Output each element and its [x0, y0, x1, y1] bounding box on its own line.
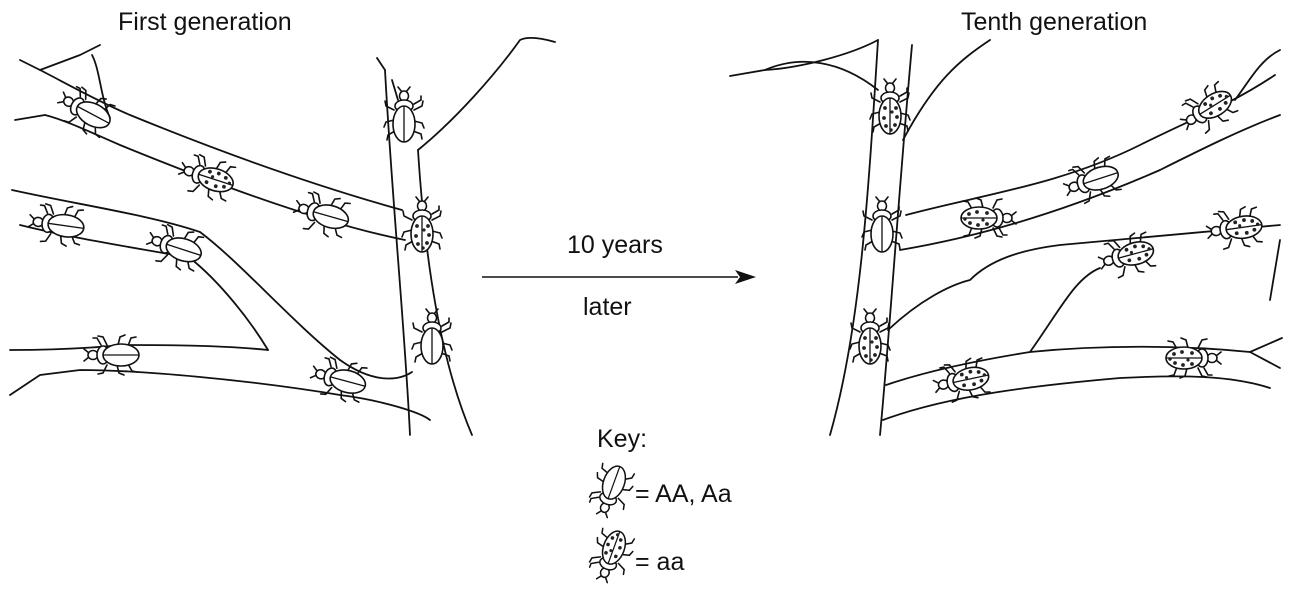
first-generation-title: First generation — [118, 8, 292, 37]
beetle-spotted — [402, 197, 442, 252]
beetle-spotted — [174, 149, 239, 204]
tenth-generation-beetles — [850, 78, 1265, 406]
beetle-spotted — [961, 198, 1016, 238]
beetle-spotted — [1166, 338, 1221, 378]
key-plain-beetle-icon — [584, 460, 638, 522]
right-tree — [730, 40, 1282, 435]
beetle-plain — [51, 80, 118, 141]
left-tree — [10, 38, 555, 435]
arrow-label-top: 10 years — [567, 231, 663, 260]
key-plain-label: = AA, Aa — [635, 480, 732, 509]
key-spotted-beetle-icon — [584, 525, 638, 587]
beetle-plain — [27, 201, 87, 248]
beetle-spotted — [1205, 205, 1265, 252]
beetle-plain — [142, 219, 207, 274]
time-arrow — [482, 270, 756, 284]
beetle-plain — [290, 187, 354, 241]
beetle-plain — [384, 87, 424, 142]
beetle-spotted — [1173, 78, 1241, 141]
tenth-generation-title: Tenth generation — [961, 8, 1147, 37]
beetle-plain — [1059, 154, 1124, 209]
beetle-spotted — [850, 309, 890, 364]
beetle-spotted — [870, 79, 910, 134]
key-title: Key: — [597, 425, 647, 454]
key-spotted-label: = aa — [635, 548, 684, 577]
arrow-label-bottom: later — [583, 293, 632, 322]
beetle-plain — [84, 335, 139, 375]
